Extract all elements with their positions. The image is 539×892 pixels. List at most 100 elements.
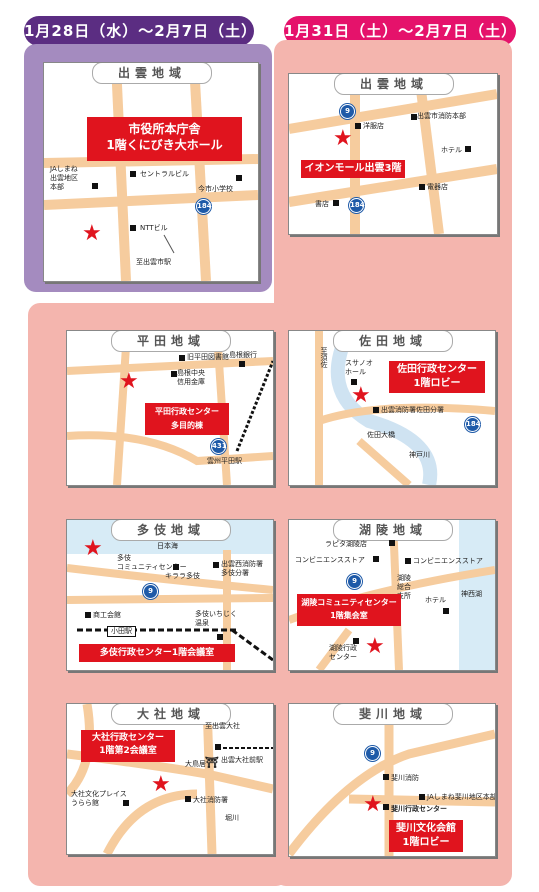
hirata-shinkin-marker bbox=[171, 371, 177, 377]
hirata-callout: 平田行政センター 多目的棟 bbox=[145, 403, 229, 435]
taisha-map-card: 大社地域 大社行政センター 1階第2会議室 至出雲大社 出雲大社前駅 大鳥居 ⛩… bbox=[66, 703, 274, 855]
torii-icon: ⛩ bbox=[205, 756, 219, 769]
hikawa-ja-marker bbox=[419, 794, 425, 800]
hikawa-callout: 斐川文化会館 1階ロビー bbox=[389, 820, 463, 852]
koryo-conv2-marker bbox=[405, 558, 411, 564]
koryo-center-marker bbox=[353, 638, 359, 644]
hikawa-fire-label: 斐川消防 bbox=[391, 774, 419, 782]
taki-onsen-marker bbox=[217, 634, 223, 640]
izumo-left-central-label: セントラルビル bbox=[140, 170, 189, 178]
izumo-right-map-card: 出雲地域 9 洋服店 出雲市消防本部 ホテル 電器店 書店 184 ★ イオンモ… bbox=[288, 73, 498, 235]
izumo-left-star-icon: ★ bbox=[82, 221, 102, 246]
hikawa-ja-label: JAしまね斐川地区本部 bbox=[427, 793, 496, 801]
taki-fire-label: 出雲西消防署 多伎分署 bbox=[221, 560, 263, 577]
route-9-icon: 9 bbox=[365, 746, 380, 761]
hirata-shinkin-label: 島根中央 信用金庫 bbox=[177, 369, 205, 386]
izumo-left-ja-label: JAしまね 出雲地区 本部 bbox=[50, 165, 78, 191]
taki-sea-label: 日本海 bbox=[157, 542, 178, 550]
izumo-right-fire-label: 出雲市消防本部 bbox=[417, 112, 466, 120]
route-9-icon: 9 bbox=[347, 574, 362, 589]
sada-roads bbox=[315, 331, 495, 485]
koryo-callout: 湖陵コミュニティセンター 1階集会室 bbox=[297, 594, 401, 626]
izumo-right-hotel-label: ホテル bbox=[441, 146, 462, 154]
izumo-left-ja-marker bbox=[92, 183, 98, 189]
izumo-right-title: 出雲地域 bbox=[334, 74, 454, 95]
taki-shoko-marker bbox=[85, 612, 91, 618]
koryo-hotel-label: ホテル bbox=[425, 596, 446, 604]
hirata-library-label: 旧平田図書館 bbox=[187, 353, 229, 361]
taisha-shrine-label: 至出雲大社 bbox=[205, 722, 240, 730]
koryo-rapita-marker bbox=[389, 540, 395, 546]
sada-map-card: 佐田地域 至須佐 スサノオ ホール ★ 佐田行政センター 1階ロビー 出雲消防署… bbox=[288, 330, 496, 486]
sada-river-label: 神戸川 bbox=[409, 451, 430, 459]
koryo-conv2-label: コンビニエンスストア bbox=[413, 557, 483, 565]
route-431-icon: 431 bbox=[211, 439, 227, 454]
hikawa-center-marker bbox=[383, 804, 389, 810]
taki-community-label: 多伎 コミュニティセンター bbox=[117, 554, 187, 571]
route-184-icon: 184 bbox=[349, 198, 365, 213]
izumo-right-fire-marker bbox=[411, 114, 417, 120]
izumo-right-book-marker bbox=[333, 200, 339, 206]
route-9-icon: 9 bbox=[143, 584, 158, 599]
izumo-left-ntt-marker bbox=[130, 225, 136, 231]
izumo-right-clothes-label: 洋服店 bbox=[363, 122, 384, 130]
sada-fire-label: 出雲消防署佐田分署 bbox=[381, 406, 444, 414]
hikawa-map-card: 斐川地域 9 斐川消防 JAしまね斐川地区本部 ★ 斐川行政センター 斐川文化会… bbox=[288, 703, 496, 857]
izumo-right-electric-marker bbox=[419, 184, 425, 190]
hirata-bank-label: 島根銀行 bbox=[229, 351, 257, 359]
left-period-header: 1月28日（水）～2月7日（土） bbox=[24, 16, 256, 46]
izumo-left-station-label: 至出雲市駅 bbox=[136, 258, 171, 266]
sada-title: 佐田地域 bbox=[333, 331, 453, 352]
izumo-right-callout: イオンモール出雲3階 bbox=[301, 160, 405, 178]
koryo-map-card: 湖陵地域 ラピタ湖陵店 コンビニエンスストア コンビニエンスストア 9 湖陵 総… bbox=[288, 519, 496, 671]
koryo-title: 湖陵地域 bbox=[333, 520, 453, 541]
taki-onsen-label: 多伎いちじく 温泉 bbox=[195, 610, 237, 627]
hikawa-title: 斐川地域 bbox=[333, 704, 453, 725]
taisha-title: 大社地域 bbox=[111, 704, 231, 725]
koryo-rapita-label: ラピタ湖陵店 bbox=[325, 540, 367, 548]
taisha-fire-label: 大社消防署 bbox=[193, 796, 228, 804]
taisha-callout: 大社行政センター 1階第2会議室 bbox=[81, 730, 175, 762]
sada-callout: 佐田行政センター 1階ロビー bbox=[389, 361, 485, 393]
izumo-right-clothes-marker bbox=[355, 123, 361, 129]
hirata-map-card: 平田地域 旧平田図書館 島根銀行 島根中央 信用金庫 ★ 平田行政センター 多目… bbox=[66, 330, 274, 486]
hikawa-center-label: 斐川行政センター bbox=[391, 805, 447, 813]
koryo-conv1-marker bbox=[373, 556, 379, 562]
koryo-lake-label: 神西湖 bbox=[461, 590, 482, 598]
izumo-right-hotel-marker bbox=[465, 146, 471, 152]
koryo-star-icon: ★ bbox=[365, 634, 385, 659]
hirata-star-icon: ★ bbox=[119, 369, 139, 394]
izumo-right-electric-label: 電器店 bbox=[427, 183, 448, 191]
taki-station-label: 小田駅 bbox=[107, 626, 136, 637]
taisha-fire-marker bbox=[185, 796, 191, 802]
izumo-left-central-marker bbox=[130, 171, 136, 177]
hirata-roads bbox=[67, 331, 273, 485]
sada-susanoo-label: スサノオ ホール bbox=[345, 359, 373, 376]
izumo-left-map-card: 出雲地域 市役所本庁舎 1階くにびき大ホール JAしまね 出雲地区 本部 セント… bbox=[43, 62, 259, 282]
route-9-icon: 9 bbox=[340, 104, 355, 119]
izumo-right-book-label: 書店 bbox=[315, 200, 329, 208]
hirata-bank-marker bbox=[239, 361, 245, 367]
taki-star-icon: ★ bbox=[83, 536, 103, 561]
taisha-torii-label: 大鳥居 bbox=[185, 760, 206, 768]
koryo-conv1-label: コンビニエンスストア bbox=[295, 556, 365, 564]
hikawa-fire-marker bbox=[383, 774, 389, 780]
hirata-library-marker bbox=[179, 355, 185, 361]
hikawa-star-icon: ★ bbox=[363, 792, 383, 817]
sada-bridge-label: 佐田大橋 bbox=[367, 431, 395, 439]
hirata-title: 平田地域 bbox=[111, 331, 231, 352]
taki-fire-marker bbox=[213, 562, 219, 568]
route-184-icon: 184 bbox=[196, 199, 212, 214]
taki-kirara-label: キララ多伎 bbox=[165, 572, 200, 580]
taki-callout: 多伎行政センター1階会議室 bbox=[79, 644, 235, 662]
taisha-urara-label: 大社文化プレイス うらら館 bbox=[71, 790, 127, 807]
izumo-left-callout: 市役所本庁舎 1階くにびき大ホール bbox=[87, 117, 242, 161]
taisha-river-label: 堀川 bbox=[225, 814, 239, 822]
route-184-icon: 184 bbox=[465, 417, 481, 432]
koryo-hotel-marker bbox=[443, 608, 449, 614]
izumo-left-ntt-label: NTTビル bbox=[140, 224, 168, 232]
taki-map-card: 多伎地域 日本海 ★ 多伎 コミュニティセンター キララ多伎 出雲西消防署 多伎… bbox=[66, 519, 274, 671]
izumo-right-star-icon: ★ bbox=[333, 126, 353, 151]
taki-shoko-label: 商工会館 bbox=[93, 611, 121, 619]
izumo-left-school-marker bbox=[236, 175, 242, 181]
